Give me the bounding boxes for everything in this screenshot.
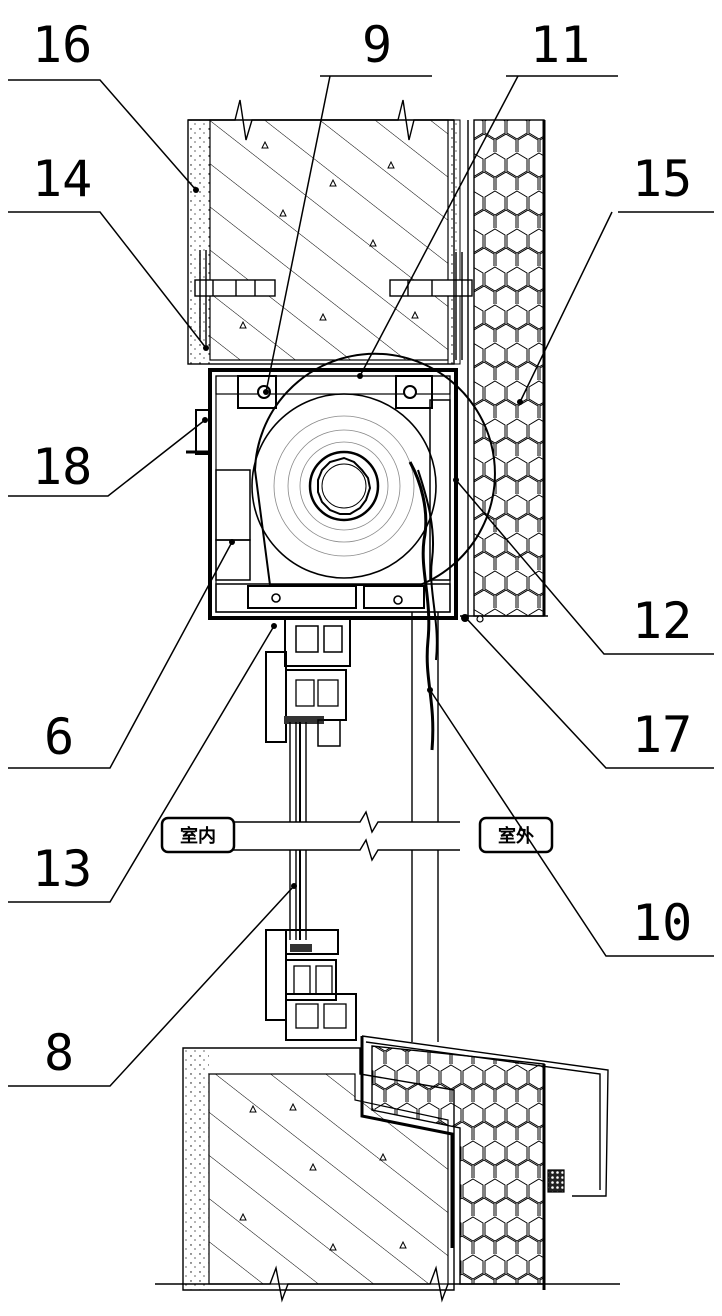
label-11: 11 [530, 16, 590, 74]
upper-wall [188, 100, 460, 364]
outdoor-tag-text: 室外 [498, 825, 534, 847]
label-13: 13 [32, 840, 92, 898]
label-8: 8 [44, 1024, 74, 1082]
label-10: 10 [632, 894, 692, 952]
break-lines [230, 812, 460, 860]
label-15: 15 [632, 150, 692, 208]
leader-6 [8, 542, 232, 768]
leader-14 [8, 212, 206, 348]
window-frame-upper [266, 618, 350, 746]
label-9: 9 [362, 16, 392, 74]
label-16: 16 [32, 16, 92, 74]
indoor-tag: 室内 [162, 818, 234, 852]
window-frame-lower [266, 930, 356, 1040]
label-18: 18 [32, 438, 92, 496]
label-17: 17 [632, 706, 692, 764]
label-14: 14 [32, 150, 92, 208]
insulation-board-upper [468, 120, 544, 616]
outdoor-tag: 室外 [480, 818, 552, 852]
label-6: 6 [44, 708, 74, 766]
label-12: 12 [632, 592, 692, 650]
indoor-tag-text: 室内 [180, 825, 216, 847]
